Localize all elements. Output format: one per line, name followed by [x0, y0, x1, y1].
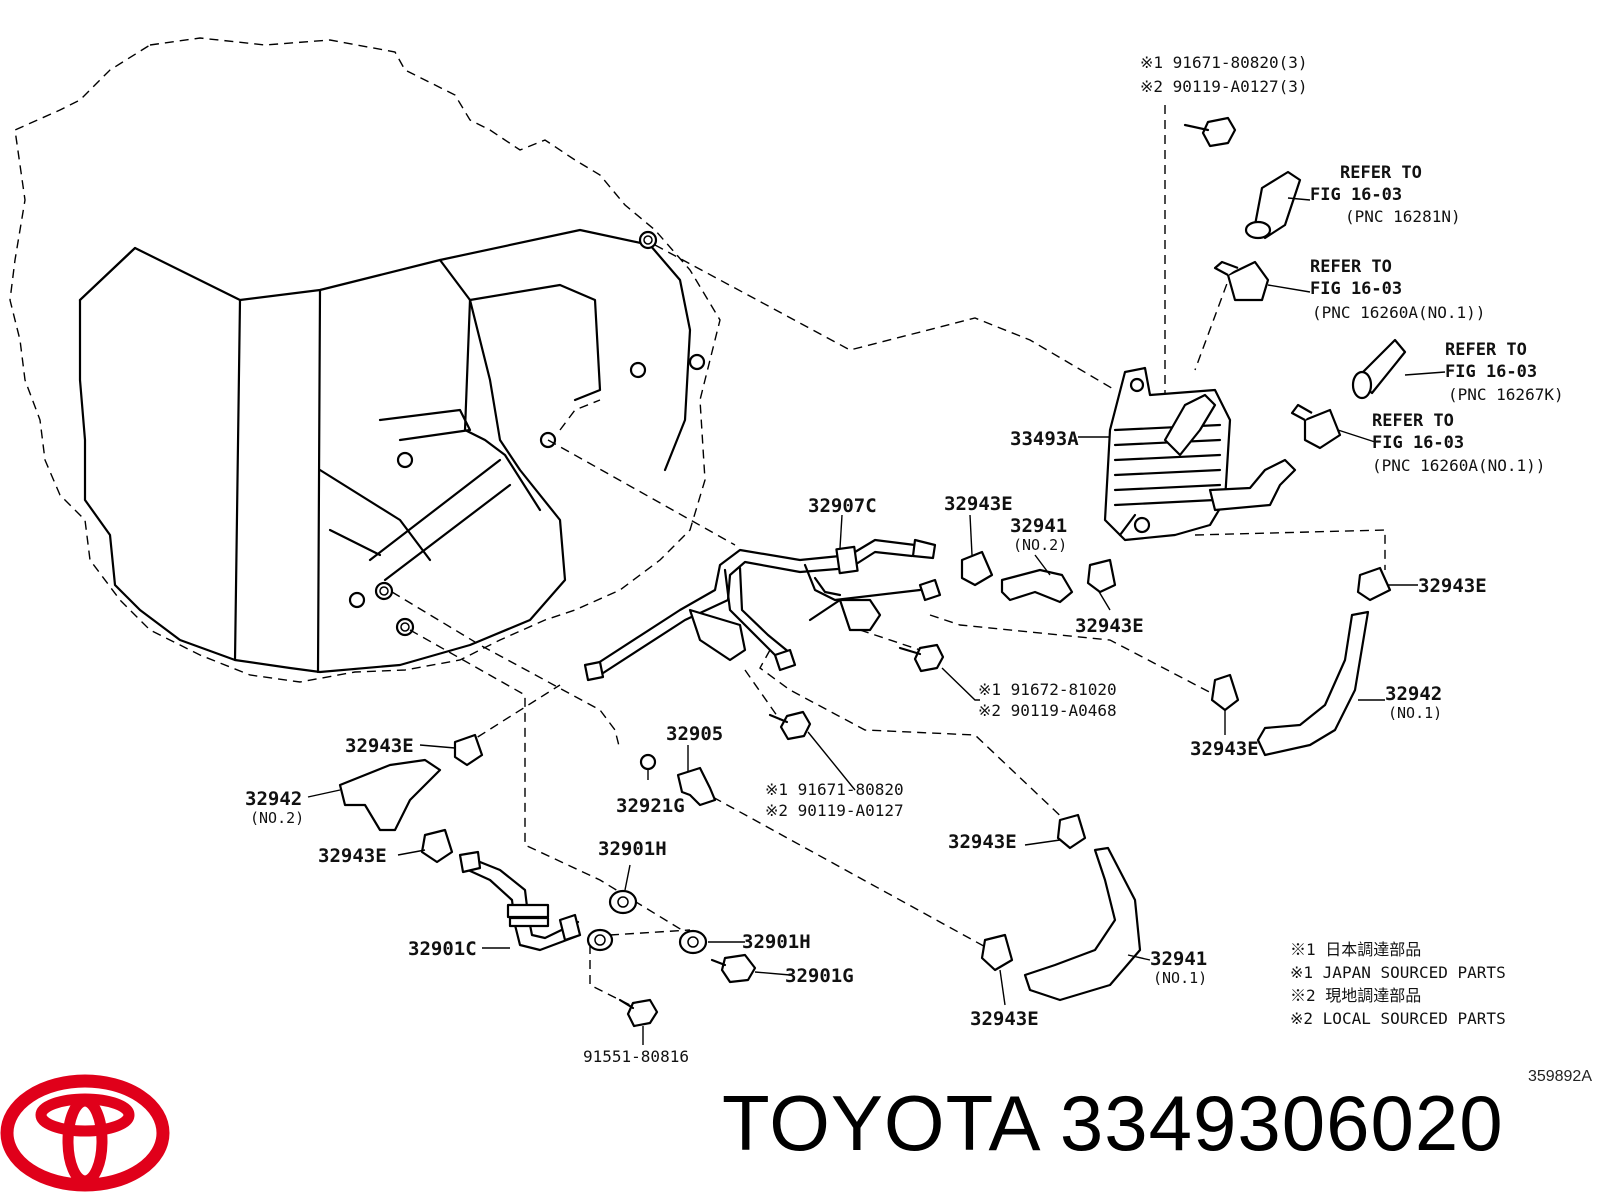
clamps-32943E: [420, 550, 1392, 972]
brand-name: TOYOTA: [722, 1079, 1038, 1167]
label-33493A: 33493A: [1010, 428, 1079, 450]
refer-fig-4: FIG 16-03: [1372, 433, 1464, 453]
bolt-code-top-1: ※1 91671-80820(3): [1140, 53, 1308, 72]
legend-line-3: ※2 現地調達部品: [1290, 986, 1421, 1005]
legend: ※1 日本調達部品 ※1 JAPAN SOURCED PARTS ※2 現地調達…: [1290, 940, 1506, 1028]
bolt-mid: [898, 643, 980, 701]
label-32942-no2: 32942: [245, 788, 302, 810]
pipe-32907C: [583, 538, 942, 682]
part-number: 3349306020: [1059, 1079, 1504, 1167]
label-32943E-e: 32943E: [345, 735, 414, 757]
bolt-91551: [618, 998, 659, 1045]
refer-hoses: [1213, 170, 1407, 450]
bolt-32901G: [710, 953, 757, 984]
refer-to-3: REFER TO: [1445, 340, 1527, 360]
document-code: 359892A: [1527, 1068, 1592, 1085]
refer-pnc-4: (PNC 16260A(NO.1)): [1372, 456, 1545, 475]
label-32901C: 32901C: [408, 938, 477, 960]
refer-fig-1: FIG 16-03: [1310, 185, 1402, 205]
sub-32941-no2: (NO.2): [1013, 536, 1067, 554]
label-32943E-g: 32943E: [948, 831, 1017, 853]
label-91551-80816: 91551-80816: [583, 1047, 689, 1066]
refer-pnc-2: (PNC 16260A(NO.1)): [1312, 303, 1485, 322]
leader-lines: [307, 197, 1446, 1006]
part-labels: ※1 91671-80820(3) ※2 90119-A0127(3) REFE…: [245, 53, 1564, 1066]
assembly-lines: [391, 105, 1386, 1006]
refer-to-2: REFER TO: [1310, 257, 1392, 277]
refer-to-1: REFER TO: [1340, 163, 1422, 183]
sub-32942-no1: (NO.1): [1388, 704, 1442, 722]
refer-fig-3: FIG 16-03: [1445, 362, 1537, 382]
bolt-code-low-1: ※1 91671-80820: [765, 780, 904, 799]
legend-line-2: ※1 JAPAN SOURCED PARTS: [1290, 963, 1506, 982]
label-32921G: 32921G: [616, 795, 685, 817]
washers-32901H: [608, 889, 708, 955]
pipe-32901C: [458, 850, 614, 952]
label-32943E-b: 32943E: [1075, 615, 1144, 637]
label-32941-no1: 32941: [1150, 948, 1207, 970]
bolt-top: [1183, 116, 1237, 148]
label-32907C: 32907C: [808, 495, 877, 517]
bolt-code-top-2: ※2 90119-A0127(3): [1140, 77, 1308, 96]
brand-footer: TOYOTA 3349306020: [722, 1078, 1582, 1188]
bolt-code-mid-1: ※1 91672-81020: [978, 680, 1117, 699]
label-32901G: 32901G: [785, 965, 854, 987]
label-32943E-h: 32943E: [970, 1008, 1039, 1030]
label-32905: 32905: [666, 723, 723, 745]
toyota-logo-icon: [0, 1074, 170, 1192]
bolt-code-low-2: ※2 90119-A0127: [765, 801, 904, 820]
oil-cooler-33493A: [1103, 366, 1297, 542]
label-32901H-b: 32901H: [742, 931, 811, 953]
sub-32942-no2: (NO.2): [250, 809, 304, 827]
label-32943E-d: 32943E: [1190, 738, 1259, 760]
hoses: [338, 568, 1370, 1002]
pipe-fitting-32905: [639, 753, 717, 807]
bolt-low: [768, 710, 856, 791]
refer-pnc-1: (PNC 16281N): [1345, 207, 1461, 226]
bolt-code-mid-2: ※2 90119-A0468: [978, 701, 1117, 720]
label-32943E-c: 32943E: [1418, 575, 1487, 597]
refer-fig-2: FIG 16-03: [1310, 279, 1402, 299]
legend-line-1: ※1 日本調達部品: [1290, 940, 1421, 959]
label-32943E-f: 32943E: [318, 845, 387, 867]
sub-32941-no1: (NO.1): [1153, 969, 1207, 987]
label-32943E-a: 32943E: [944, 493, 1013, 515]
transmission-housing: [9, 37, 721, 683]
label-32942-no1: 32942: [1385, 683, 1442, 705]
legend-line-4: ※2 LOCAL SOURCED PARTS: [1290, 1009, 1506, 1028]
label-32941-no2: 32941: [1010, 515, 1067, 537]
refer-to-4: REFER TO: [1372, 411, 1454, 431]
label-32901H-a: 32901H: [598, 838, 667, 860]
refer-pnc-3: (PNC 16267K): [1448, 385, 1564, 404]
